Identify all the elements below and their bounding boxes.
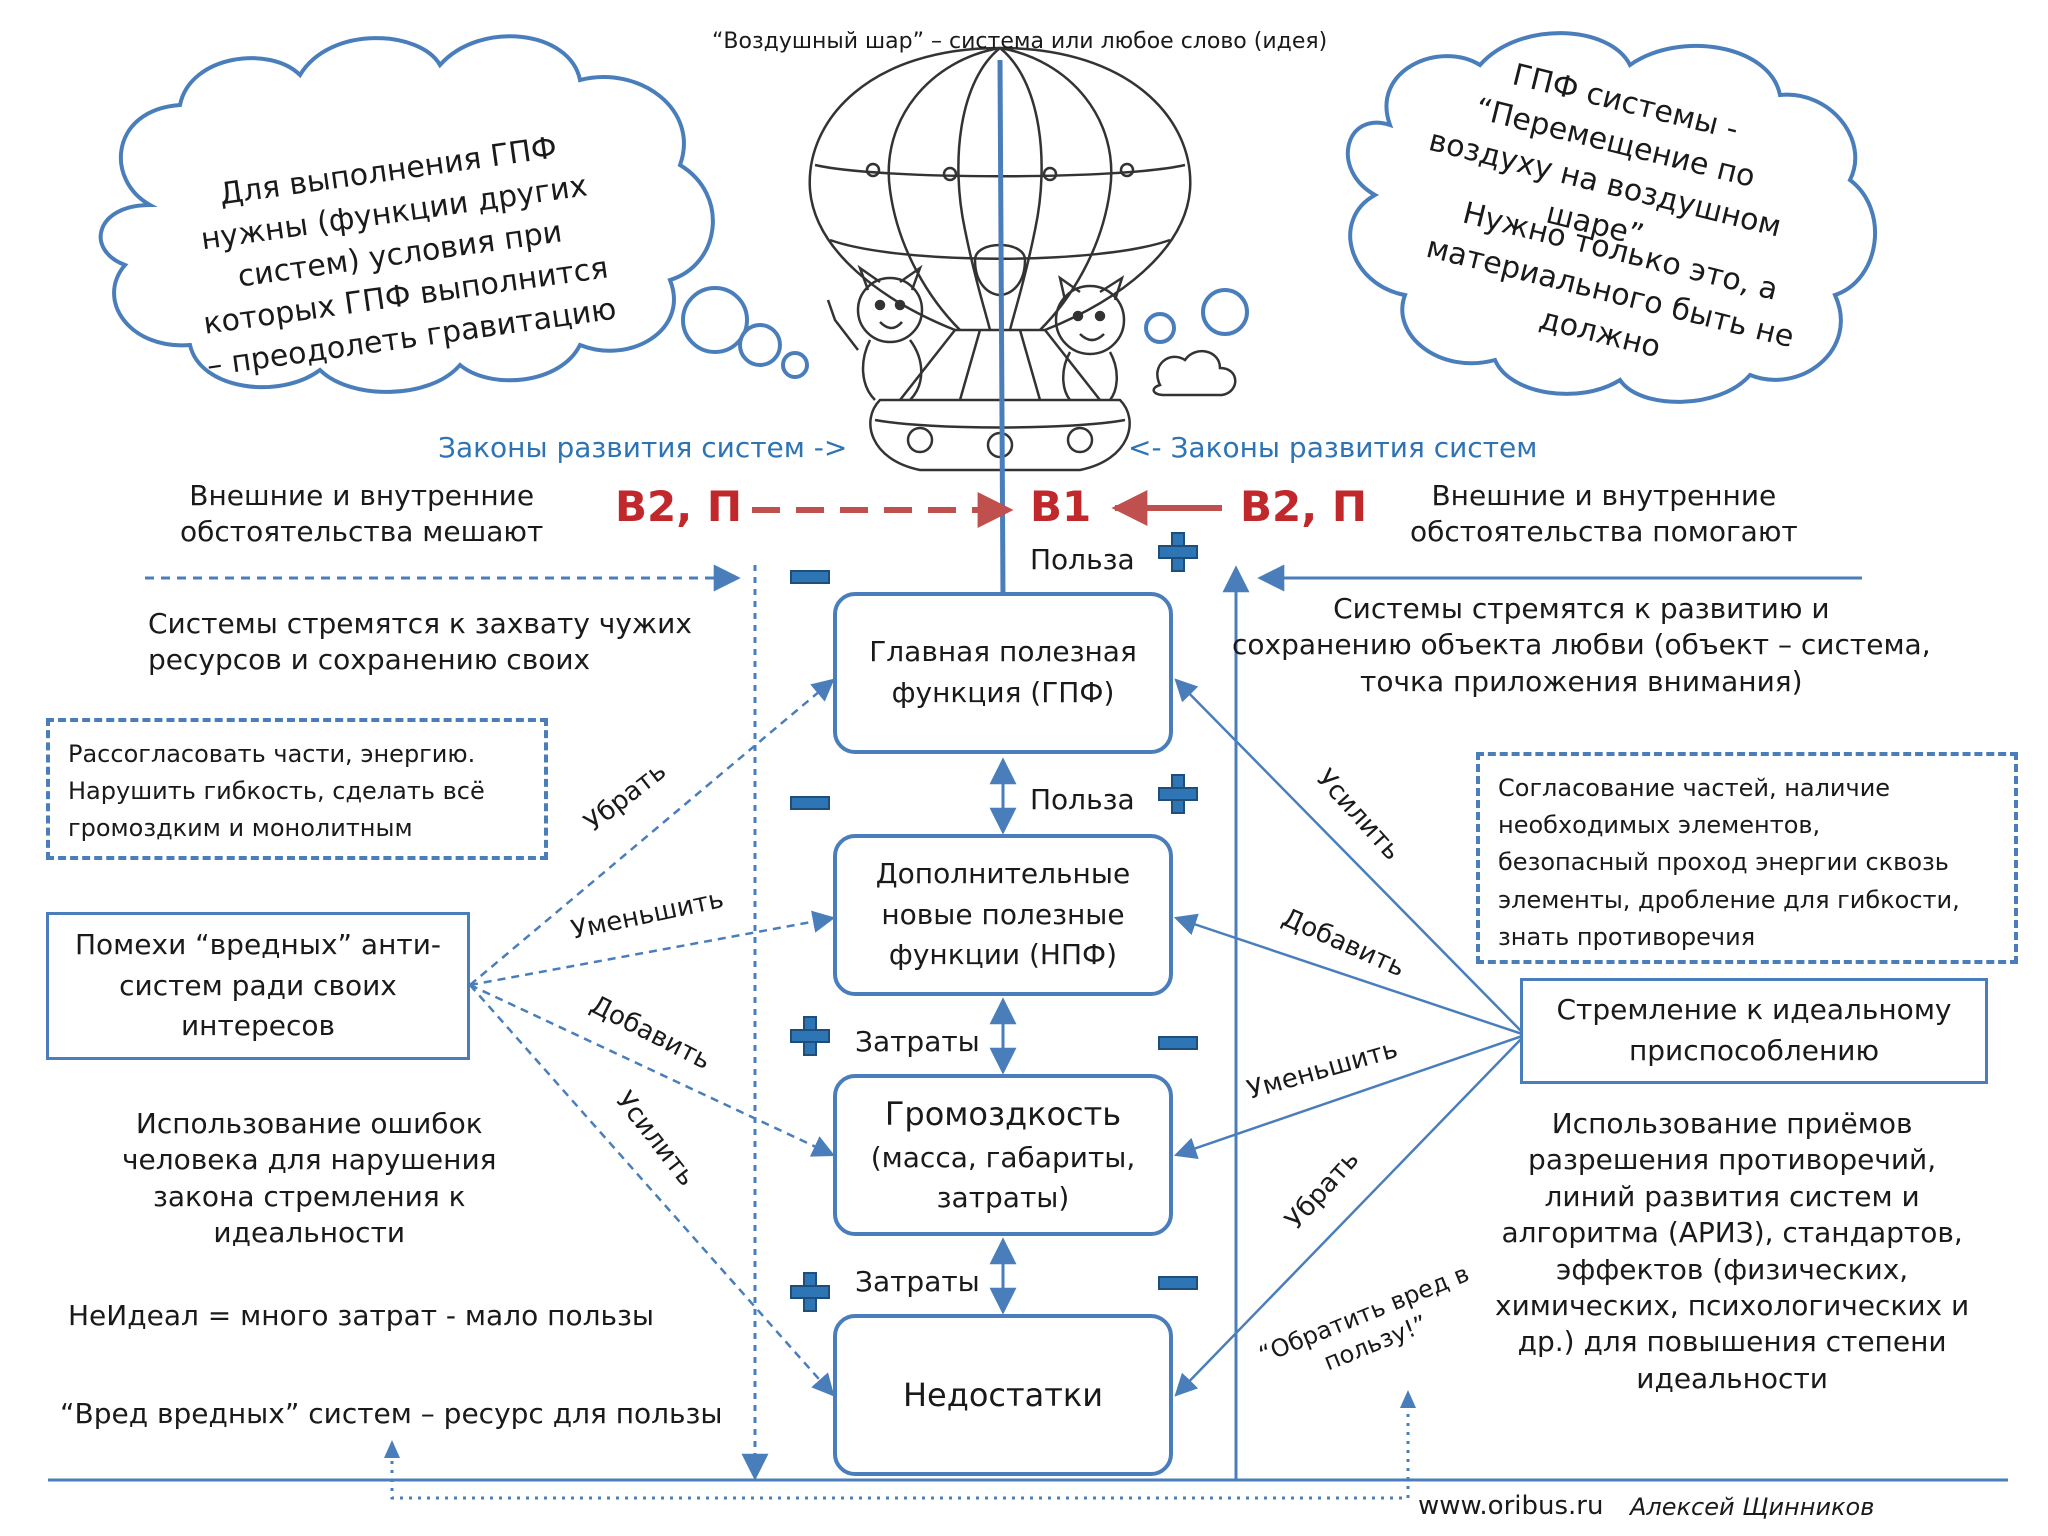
marker-b1: В1 bbox=[1030, 482, 1092, 531]
laws-right-label: <- Законы развития систем bbox=[1128, 431, 1538, 464]
left-dashed-box-text: Рассогласовать части, энергию. Нарушить … bbox=[68, 740, 485, 843]
hot-air-balloon-illustration bbox=[808, 46, 1237, 472]
ideal-box: Стремление к идеальному приспособлению bbox=[1520, 978, 1988, 1084]
benefit-label-mid: Польза bbox=[1030, 783, 1135, 816]
bulk-box-title: Громоздкость bbox=[884, 1095, 1122, 1134]
costs-label-mid: Затраты bbox=[855, 1025, 980, 1058]
footer-site: www.oribus.ru bbox=[1418, 1491, 1604, 1521]
minus-icon bbox=[790, 570, 830, 584]
costs-label-bottom: Затраты bbox=[855, 1265, 980, 1298]
gpf-box-text: Главная полезная функция (ГПФ) bbox=[869, 635, 1137, 709]
thought-bubble bbox=[781, 351, 809, 379]
balloon-caption: “Воздушный шар” – система или любое слов… bbox=[712, 29, 1328, 54]
right-circumstances: Внешние и внутренние обстоятельства помо… bbox=[1410, 479, 1798, 549]
left-dashed-box: Рассогласовать части, энергию. Нарушить … bbox=[46, 718, 548, 860]
plus-icon bbox=[790, 1272, 830, 1312]
right-dashed-box-text: Согласование частей, наличие необходимых… bbox=[1498, 774, 1960, 951]
plus-icon bbox=[1158, 774, 1198, 814]
minus-icon bbox=[1158, 1276, 1198, 1290]
thought-bubble bbox=[1201, 288, 1249, 336]
marker-b2p-right: В2, П bbox=[1240, 482, 1367, 531]
plus-icon bbox=[790, 1016, 830, 1056]
techniques-text: Использование приёмов разрешения противо… bbox=[1495, 1107, 1970, 1395]
system-axis-line bbox=[997, 59, 1006, 599]
antisystem-box: Помехи “вредных” анти- систем ради своих… bbox=[46, 912, 470, 1060]
laws-left-label: Законы развития систем -> bbox=[438, 431, 848, 464]
footer-author: Алексей Щинников bbox=[1630, 1493, 1875, 1521]
harm-to-benefit-dotted-arrow bbox=[390, 1405, 1410, 1500]
marker-b2p-left: В2, П bbox=[615, 482, 742, 531]
defects-box: Недостатки bbox=[833, 1314, 1173, 1476]
ideal-arrows bbox=[1173, 678, 1526, 1397]
left-tendency: Системы стремятся к захвату чужих ресурс… bbox=[148, 607, 692, 677]
benefit-label-top: Польза bbox=[1030, 543, 1135, 576]
thought-bubble bbox=[738, 323, 782, 367]
right-dashed-box: Согласование частей, наличие необходимых… bbox=[1476, 752, 2018, 964]
antisystem-box-text: Помехи “вредных” анти- систем ради своих… bbox=[74, 928, 442, 1043]
human-errors-text: Использование ошибок человека для наруше… bbox=[122, 1107, 497, 1250]
ideal-box-text: Стремление к идеальному приспособлению bbox=[1556, 993, 1952, 1067]
thought-bubble bbox=[1144, 312, 1176, 344]
bulk-box: Громоздкость (масса, габариты, затраты) bbox=[833, 1074, 1173, 1236]
non-ideal-formula: НеИдеал = много затрат - мало пользы bbox=[68, 1299, 654, 1332]
npf-box-text: Дополнительные новые полезные функции (Н… bbox=[875, 857, 1131, 972]
thought-bubble bbox=[681, 286, 749, 354]
right-tendency: Системы стремятся к развитию и сохранени… bbox=[1232, 592, 1931, 698]
antisystem-arrows bbox=[469, 678, 836, 1397]
harm-resource-text: “Вред вредных” систем – ресурс для польз… bbox=[60, 1397, 723, 1430]
right-thought-cloud bbox=[1144, 31, 1877, 404]
defects-box-text: Недостатки bbox=[902, 1375, 1104, 1414]
minus-icon bbox=[1158, 1036, 1198, 1050]
minus-icon bbox=[790, 796, 830, 810]
npf-box: Дополнительные новые полезные функции (Н… bbox=[833, 834, 1173, 996]
bulk-box-detail: (масса, габариты, затраты) bbox=[870, 1140, 1136, 1215]
left-circumstances: Внешние и внутренние обстоятельства меша… bbox=[180, 479, 544, 549]
plus-icon bbox=[1158, 532, 1198, 572]
gpf-box: Главная полезная функция (ГПФ) bbox=[833, 592, 1173, 754]
left-thought-cloud bbox=[98, 34, 809, 394]
